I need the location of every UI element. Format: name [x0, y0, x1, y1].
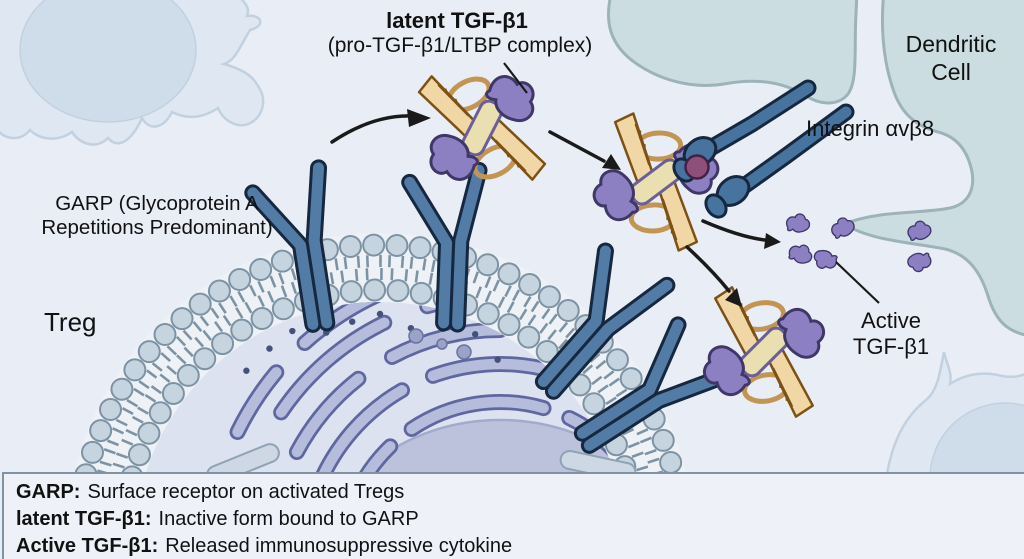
legend-term-garp: GARP:	[16, 481, 81, 503]
legend-term-latent: latent TGF-β1:	[16, 508, 152, 530]
arrow-garp-to-latent	[330, 114, 416, 144]
legend-desc-active: Released immunosuppressive cytokine	[165, 535, 513, 557]
dendritic-cell-label-line1: Dendritic	[906, 31, 997, 57]
legend-line-latent: latent TGF-β1: Inactive form bound to GAR…	[16, 506, 1024, 533]
arrow-release-down	[685, 245, 731, 293]
arrow-release-right	[701, 219, 767, 242]
garp-label-line2: Repetitions Predominant)	[41, 216, 272, 239]
dendritic-cell-label-line2: Cell	[931, 59, 971, 85]
dendritic-cell-arm	[606, 0, 859, 105]
latent-tgfb-complex-after-release	[671, 261, 856, 444]
integrin-hook-lower	[704, 193, 728, 219]
garp-label-line1: GARP (Glycoprotein A	[55, 192, 259, 215]
integrin-label: Integrin αvβ8	[806, 116, 934, 141]
latent-complex-subtitle: (pro-TGF-β1/LTBP complex)	[328, 34, 593, 57]
active-tgfb-label-line1: Active	[861, 308, 921, 333]
legend-term-active: Active TGF-β1:	[16, 535, 159, 557]
process-arrows	[330, 109, 781, 307]
dendritic-cell-body	[840, 0, 1024, 337]
arrow-latent-to-integrin	[548, 130, 606, 163]
labels: latent TGF-β1 (pro-TGF-β1/LTBP complex) …	[41, 8, 996, 359]
rgd-binding-site	[684, 154, 710, 180]
dendritic-cell	[606, 0, 1024, 337]
active-tgfb-label-line2: TGF-β1	[853, 334, 929, 359]
latent-complex-title: latent TGF-β1	[386, 8, 528, 33]
background-cell-topleft	[0, 0, 265, 146]
pointer-active-label	[835, 261, 880, 304]
integrin-avb8	[672, 79, 855, 219]
legend-desc-latent: Inactive form bound to GARP	[158, 508, 419, 530]
legend-box: GARP: Surface receptor on activated Tregs…	[2, 472, 1024, 559]
legend-desc-garp: Surface receptor on activated Tregs	[87, 481, 405, 503]
treg-label: Treg	[44, 307, 97, 337]
legend-line-garp: GARP: Surface receptor on activated Tregs	[16, 479, 1024, 506]
legend-line-active: Active TGF-β1: Released immunosuppressive…	[16, 533, 1024, 559]
pointer-latent-label	[503, 62, 528, 94]
